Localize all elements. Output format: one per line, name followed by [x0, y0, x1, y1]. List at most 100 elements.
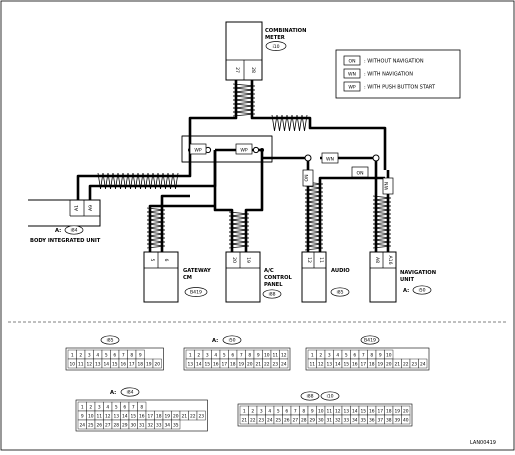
connector-pin-label: 9: [311, 409, 314, 415]
connector-pin-label: 12: [105, 414, 111, 420]
svg-text:: WITH PUSH BUTTON START: : WITH PUSH BUTTON START: [364, 85, 436, 91]
connector-pin-label: 22: [264, 362, 270, 368]
connector-pin-label: 23: [411, 362, 417, 368]
connector-pin-label: 14: [103, 362, 109, 368]
legend: ON : WITHOUT NAVIGATION WN : WITH NAVIGA…: [335, 49, 461, 99]
connector-pin-label: 16: [213, 362, 219, 368]
connector-pin-label: 17: [360, 362, 366, 368]
twisted-pair: [146, 207, 166, 249]
connector-pin-label: 6: [113, 353, 116, 359]
wire-combination-meter-28: [250, 80, 387, 170]
svg-text:CONTROL: CONTROL: [264, 275, 293, 281]
connector-pin-label: 10: [88, 414, 94, 420]
svg-text:B419: B419: [364, 338, 376, 344]
svg-text:A8: A8: [374, 257, 380, 263]
connector-pin-label: 15: [343, 362, 349, 368]
svg-text:i10: i10: [272, 44, 279, 50]
connector-pin-label: 12: [335, 409, 341, 415]
svg-text:A/C: A/C: [264, 268, 274, 274]
connector-pin-label: 15: [360, 409, 366, 415]
connector-pin-label: 18: [386, 409, 392, 415]
connector-pin-label: 21: [241, 418, 247, 424]
connector-pin-label: 36: [369, 418, 375, 424]
svg-text:A9: A9: [88, 205, 94, 211]
connector-pin-label: 5: [277, 409, 280, 415]
connector-pin-label: 19: [394, 409, 400, 415]
connector-tag: i88: [300, 391, 320, 401]
connector-pin-label: 14: [196, 362, 202, 368]
wire-ac-20: [213, 150, 234, 252]
connector-pin-label: 3: [328, 353, 331, 359]
connector-pin-label: 6: [231, 353, 234, 359]
svg-text:ON: ON: [356, 171, 363, 177]
connector-pin-label: 4: [268, 409, 271, 415]
twisted-pair: [271, 114, 308, 132]
svg-text:i85: i85: [336, 290, 343, 296]
connector-pin-label: 30: [130, 423, 136, 429]
svg-text:WP: WP: [348, 85, 356, 91]
svg-text:: WITHOUT NAVIGATION: : WITHOUT NAVIGATION: [364, 59, 424, 65]
svg-text:WP: WP: [240, 148, 248, 154]
wp-tag-right: WP: [235, 143, 253, 155]
connector-pin-label: 9: [257, 353, 260, 359]
connector-pin-label: 8: [140, 405, 143, 411]
connector-pin-label: 3: [98, 405, 101, 411]
connector-pin-label: 38: [386, 418, 392, 424]
connector-pin-label: 27: [105, 423, 111, 429]
connector-pin-label: 25: [275, 418, 281, 424]
connector-pin-label: 9: [81, 414, 84, 420]
connector-pin-label: 10: [318, 409, 324, 415]
connector-pin-label: 21: [181, 414, 187, 420]
svg-text:i84: i84: [126, 390, 133, 396]
connector-pin-label: 2: [319, 353, 322, 359]
connector-pin-label: 33: [156, 423, 162, 429]
connector-pin-label: 31: [326, 418, 332, 424]
ac-control-panel-unit: 20 19 A/C CONTROL PANEL i88: [225, 251, 293, 303]
connector-pin-label: 3: [260, 409, 263, 415]
svg-text:28: 28: [250, 67, 256, 73]
svg-text:UNIT: UNIT: [400, 277, 414, 283]
twisted-pair-markers: [97, 83, 392, 251]
connector-pin-label: 6: [285, 409, 288, 415]
connector-pin-label: 14: [335, 362, 341, 368]
connector-pin-label: 11: [309, 362, 315, 368]
wn-tag-horizontal: WN: [321, 152, 339, 164]
connector-pin-label: 20: [154, 362, 160, 368]
connector-pin-label: 21: [394, 362, 400, 368]
connector-pin-label: 34: [164, 423, 170, 429]
connector-pin-label: 6: [353, 353, 356, 359]
connector-pin-label: 4: [96, 353, 99, 359]
svg-text:NAVIGATION: NAVIGATION: [400, 270, 436, 276]
svg-text:WP: WP: [194, 148, 202, 154]
on-tag-horizontal: ON: [351, 166, 369, 178]
connector-pin-label: 18: [230, 362, 236, 368]
twisted-pair: [228, 211, 250, 249]
connector-pin-label: 7: [294, 409, 297, 415]
connector-pin-label: 21: [255, 362, 261, 368]
connector-pin-label: 9: [379, 353, 382, 359]
connector-pin-label: 24: [281, 362, 287, 368]
svg-text:i10: i10: [326, 394, 333, 400]
connector-pin-label: 35: [173, 423, 179, 429]
connector-tag: i85: [100, 335, 120, 345]
gateway-cm-unit: 5 6 GATEWAY CM B419: [143, 251, 211, 303]
connector-pin-label: 28: [113, 423, 119, 429]
connector-pin-label: 17: [221, 362, 227, 368]
svg-text:A:: A:: [212, 338, 218, 344]
svg-text:i84: i84: [70, 228, 77, 234]
connector-pin-label: 33: [343, 418, 349, 424]
connector-pin-label: 3: [206, 353, 209, 359]
connector-pin-label: 16: [139, 414, 145, 420]
connector-pin-label: 24: [79, 423, 85, 429]
connector-pin-label: 35: [360, 418, 366, 424]
connector-pin-label: 20: [247, 362, 253, 368]
wire-ac-19: [244, 150, 264, 252]
connector-pin-label: 31: [139, 423, 145, 429]
connector-pin-label: 24: [420, 362, 426, 368]
connector-pin-label: 20: [386, 362, 392, 368]
